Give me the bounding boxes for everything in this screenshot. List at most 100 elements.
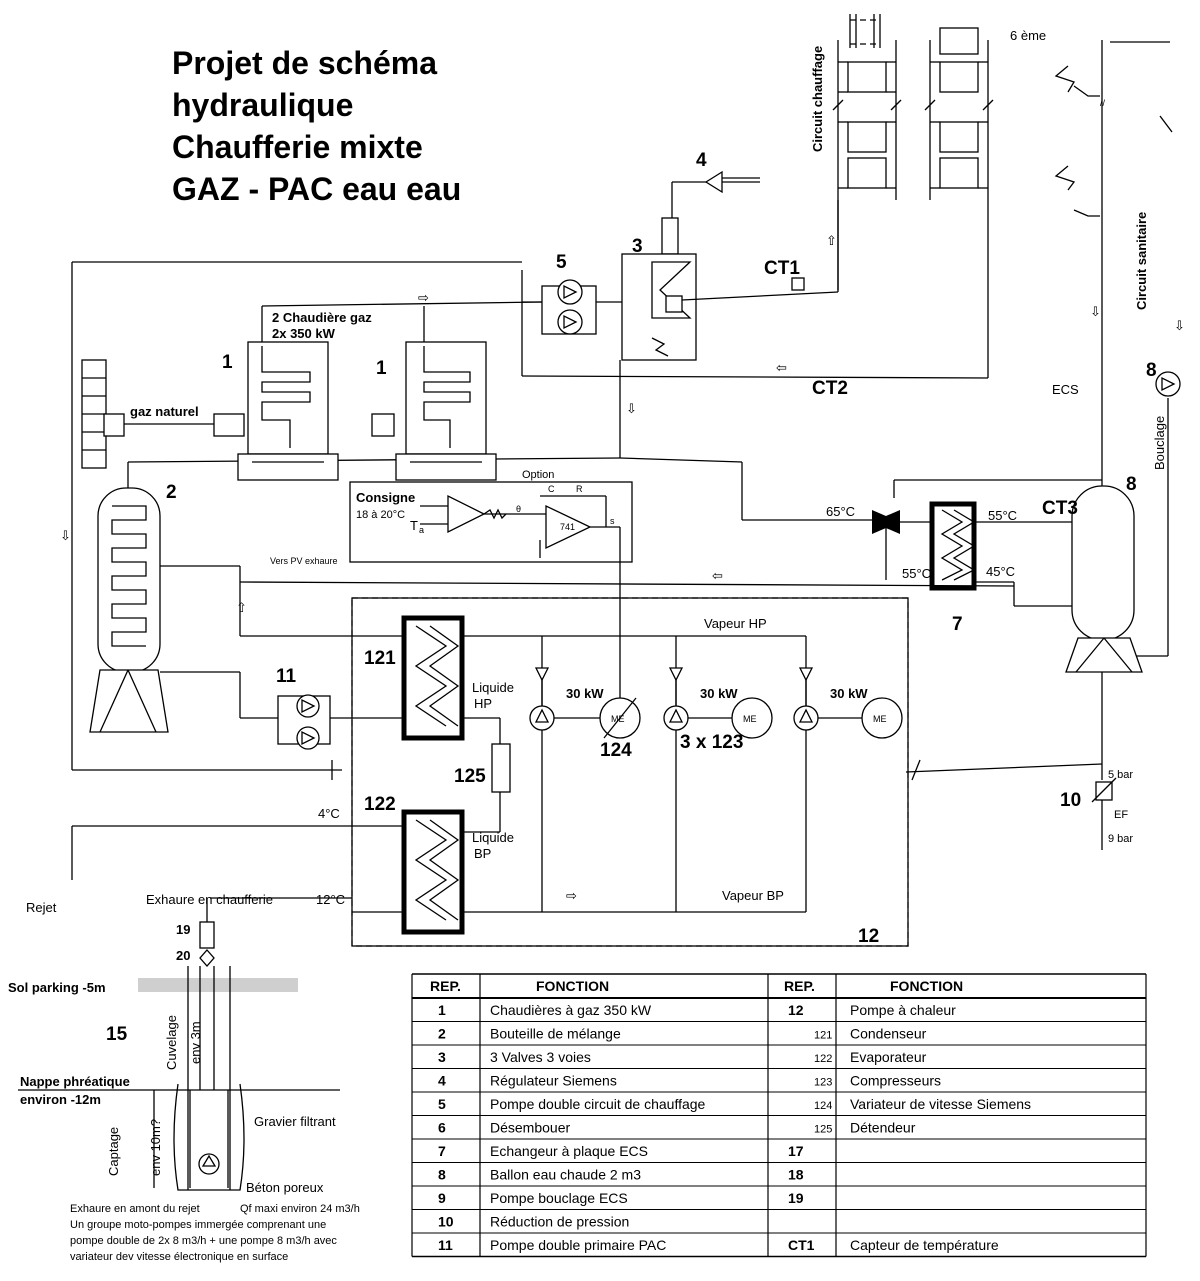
ref-2: 2 <box>166 482 177 503</box>
table-function-right: Condenseur <box>850 1026 927 1042</box>
temp-45: 45°C <box>986 564 1015 579</box>
control-circuit: Consigne 18 à 20°C T a Option C R 741 s … <box>270 469 633 706</box>
table-rep-right: 121 <box>814 1030 832 1042</box>
ref-122: 122 <box>364 794 396 815</box>
table-rep-left: 6 <box>438 1120 446 1136</box>
table-function-left: Pompe double circuit de chauffage <box>490 1096 706 1112</box>
down-arrow-icon: ⇩ <box>1174 318 1185 333</box>
ref-8b: 8 <box>1126 474 1137 495</box>
title-line-1: Projet de schéma <box>172 45 437 81</box>
rejet-label: Rejet <box>26 900 57 915</box>
table-function-left: Ballon eau chaude 2 m3 <box>490 1167 641 1183</box>
table-rep-right: 12 <box>788 1002 804 1018</box>
ref-3: 3 <box>632 236 643 257</box>
table-rep-left: 1 <box>438 1002 446 1018</box>
motor-label: ME <box>743 714 757 724</box>
cuvelage-label: Cuvelage <box>164 1015 179 1070</box>
table-rep-left: 5 <box>438 1096 446 1112</box>
option-label: Option <box>522 469 554 481</box>
power-label-1: 30 kW <box>566 686 604 701</box>
table-function-left: Régulateur Siemens <box>490 1073 617 1089</box>
up-arrow-icon: ⇧ <box>236 600 247 615</box>
exhaure-label: Exhaure en chaufferie <box>146 892 273 907</box>
table-function-left: Chaudières à gaz 350 kW <box>490 1002 652 1018</box>
note-line-3: pompe double de 2x 8 m3/h + une pompe 8 … <box>70 1235 337 1247</box>
ampli-r-label: R <box>576 484 583 494</box>
ref-19: 19 <box>176 922 190 937</box>
sanitary-faucets <box>1054 65 1173 217</box>
main-pipework: ⇩ ⇦ ⇨ ⇦ ⇧ // <box>60 40 1185 850</box>
nappe-label-1: Nappe phréatique <box>20 1074 130 1089</box>
table-function-left: Bouteille de mélange <box>490 1026 621 1042</box>
note-line-2: Un groupe moto-pompes immergée comprenan… <box>70 1219 326 1231</box>
temp-55-top: 55°C <box>988 508 1017 523</box>
heat-pump-12: ME ME ME ⇨ <box>71 597 909 947</box>
table-rep-right: 17 <box>788 1143 804 1159</box>
break-mark-icon: // <box>1100 98 1106 108</box>
pressure-reducer-10 <box>1091 777 1117 803</box>
table-function-right: Variateur de vitesse Siemens <box>850 1096 1031 1112</box>
sixieme-label: 6 ème <box>1010 28 1046 43</box>
down-arrow-icon: ⇩ <box>626 401 637 416</box>
ef-label: EF <box>1114 809 1128 821</box>
table-rep-right: 122 <box>814 1053 832 1065</box>
table-rep-left: 8 <box>438 1167 446 1183</box>
table-function-left: 3 Valves 3 voies <box>490 1049 591 1065</box>
captage-label: Captage <box>106 1127 121 1176</box>
bar9-label: 9 bar <box>1108 833 1133 845</box>
ref-121: 121 <box>364 648 396 669</box>
ref-125: 125 <box>454 766 486 787</box>
gravier-label: Gravier filtrant <box>254 1114 336 1129</box>
ref-15: 15 <box>106 1024 128 1045</box>
title-line-2: hydraulique <box>172 87 353 123</box>
down-arrow-icon: ⇩ <box>1090 304 1101 319</box>
ct2-label: CT2 <box>812 378 848 399</box>
bar5-label: 5 bar <box>1108 769 1133 781</box>
temp-12: 12°C <box>316 892 345 907</box>
motor-label: ME <box>873 714 887 724</box>
circuit-chauffage-label: Circuit chauffage <box>810 46 825 152</box>
ref-5: 5 <box>556 252 567 273</box>
gaz-naturel-label: gaz naturel <box>130 404 199 419</box>
env3m-label: env 3m <box>188 1021 203 1064</box>
ref-4: 4 <box>696 150 707 171</box>
table-rep-left: 4 <box>438 1073 446 1089</box>
table-rep-right: 19 <box>788 1190 804 1206</box>
consigne-range: 18 à 20°C <box>356 509 405 521</box>
table-function-right: Capteur de température <box>850 1237 999 1253</box>
table-rep-right: 123 <box>814 1077 832 1089</box>
ref-10: 10 <box>1060 790 1081 811</box>
liquide-bp-label-2: BP <box>474 846 491 861</box>
note-qf: Qf maxi environ 24 m3/h <box>240 1203 360 1215</box>
table-header-cell: FONCTION <box>536 978 609 994</box>
right-arrow-icon: ⇨ <box>566 888 577 903</box>
ref-124: 124 <box>600 740 632 761</box>
title-line-3: Chaufferie mixte <box>172 129 423 165</box>
table-rep-left: 11 <box>438 1237 453 1253</box>
heating-circuit-radiators: Circuit chauffage 6 ème ⇧ <box>810 14 1170 378</box>
temp-65: 65°C <box>826 504 855 519</box>
table-rep-right: 125 <box>814 1124 832 1136</box>
ref-8a: 8 <box>1146 360 1157 381</box>
ref-1a: 1 <box>222 352 233 373</box>
vapeur-bp-label: Vapeur BP <box>722 888 784 903</box>
diagram-labels: CT1 CT2 CT3 ECS Bouclage 65°C 55°C 55°C … <box>26 150 1167 1045</box>
table-header-cell: REP. <box>784 978 815 994</box>
boiler-title-2: 2x 350 kW <box>272 326 336 341</box>
double-pump-11 <box>277 694 331 750</box>
table-rep-right: 18 <box>788 1167 804 1183</box>
ampli-s-label: s <box>610 516 615 526</box>
table-function-right: Détendeur <box>850 1120 916 1136</box>
up-arrow-icon: ⇧ <box>826 233 837 248</box>
liquide-hp-label-1: Liquide <box>472 680 514 695</box>
well-15: Sol parking -5m Cuvelage env 3m Nappe ph… <box>8 897 360 1263</box>
diagram-title: Projet de schéma hydraulique Chaufferie … <box>172 45 461 207</box>
ampli-c-label: C <box>548 484 555 494</box>
liquide-hp-label-2: HP <box>474 696 492 711</box>
power-label-3: 30 kW <box>830 686 868 701</box>
ta-label: T <box>410 518 418 533</box>
table-function-left: Pompe bouclage ECS <box>490 1190 628 1206</box>
ref-123: 3 x 123 <box>680 732 743 753</box>
ref-12: 12 <box>858 926 879 947</box>
note-line-4: variateur dev vitesse électronique en su… <box>70 1251 288 1263</box>
